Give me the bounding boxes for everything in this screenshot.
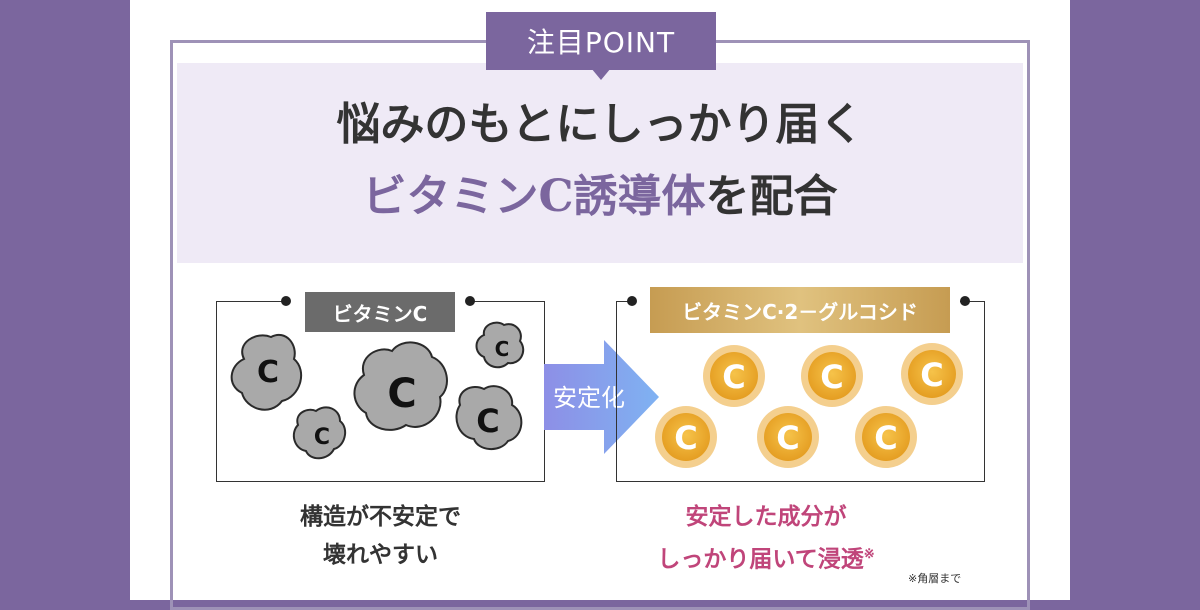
glucoside-caption-line1: 安定した成分が bbox=[685, 503, 847, 530]
glucoside-particles: C C C C C C bbox=[655, 343, 963, 468]
unstable-particle: C bbox=[292, 406, 347, 460]
stable-particle: C bbox=[757, 406, 819, 468]
headline-accent: ビタミンC誘導体 bbox=[362, 171, 706, 222]
stable-particle: C bbox=[901, 343, 963, 405]
particle-letter: C bbox=[874, 419, 897, 457]
stable-particle: C bbox=[655, 406, 717, 468]
particle-letter: C bbox=[722, 358, 745, 396]
point-tag-pointer bbox=[591, 68, 611, 80]
headline-line2: ビタミンC誘導体を配合 bbox=[130, 160, 1070, 224]
glucoside-box-dot-left bbox=[627, 296, 637, 306]
unstable-particle: C bbox=[230, 334, 303, 411]
content-sheet: 注目POINT 悩みのもとにしっかり届く ビタミンC誘導体を配合 ビタミンC C… bbox=[130, 0, 1070, 610]
unstable-particle: C bbox=[353, 341, 448, 431]
stabilize-arrow-label: 安定化 bbox=[553, 384, 625, 412]
glucoside-caption: 安定した成分が しっかり届いて浸透※ bbox=[616, 498, 916, 579]
stabilize-arrow bbox=[544, 340, 659, 454]
vitamin-c-label: ビタミンC bbox=[305, 292, 455, 332]
footnote: ※角層まで bbox=[908, 572, 962, 585]
glucoside-box-top-right bbox=[960, 301, 985, 302]
headline-rest: を配合 bbox=[705, 171, 838, 222]
particle-letter: C bbox=[387, 371, 416, 417]
headline-panel bbox=[177, 63, 1023, 263]
glucoside-label: ビタミンC·2－グルコシド bbox=[650, 287, 950, 333]
particle-letter: C bbox=[674, 419, 697, 457]
particle-letter: C bbox=[476, 402, 499, 440]
glucoside-box bbox=[616, 301, 985, 482]
headline-line1: 悩みのもとにしっかり届く bbox=[336, 99, 864, 150]
unstable-particle: C bbox=[475, 321, 525, 369]
particle-letter: C bbox=[920, 356, 943, 394]
vitamin-c-particles: C C C C C bbox=[230, 321, 525, 460]
stable-particle: C bbox=[801, 345, 863, 407]
particle-letter: C bbox=[776, 419, 799, 457]
vitamin-c-caption-line1: 構造が不安定で bbox=[300, 503, 461, 530]
vitamin-c-box-top-right bbox=[470, 301, 545, 302]
stable-particle: C bbox=[855, 406, 917, 468]
glucoside-box-dot-right bbox=[960, 296, 970, 306]
particle-letter: C bbox=[257, 355, 279, 390]
glucoside-caption-line2-text: しっかり届いて浸透 bbox=[657, 545, 864, 573]
stable-particle: C bbox=[703, 345, 765, 407]
particle-letter: C bbox=[495, 337, 510, 361]
point-tag: 注目POINT bbox=[486, 12, 716, 70]
unstable-particle: C bbox=[455, 385, 523, 450]
vitamin-c-box-dot-left bbox=[281, 296, 291, 306]
vitamin-c-box-dot-right bbox=[465, 296, 475, 306]
glucoside-caption-line2: しっかり届いて浸透※ bbox=[616, 536, 916, 579]
vitamin-c-caption-line2: 壊れやすい bbox=[323, 541, 438, 568]
glucoside-box-top-left bbox=[616, 301, 636, 302]
vitamin-c-box-top-left bbox=[216, 301, 286, 302]
vitamin-c-caption: 構造が不安定で 壊れやすい bbox=[216, 498, 545, 574]
particle-letter: C bbox=[314, 425, 330, 450]
particle-letter: C bbox=[820, 358, 843, 396]
glucoside-caption-mark: ※ bbox=[863, 547, 875, 562]
